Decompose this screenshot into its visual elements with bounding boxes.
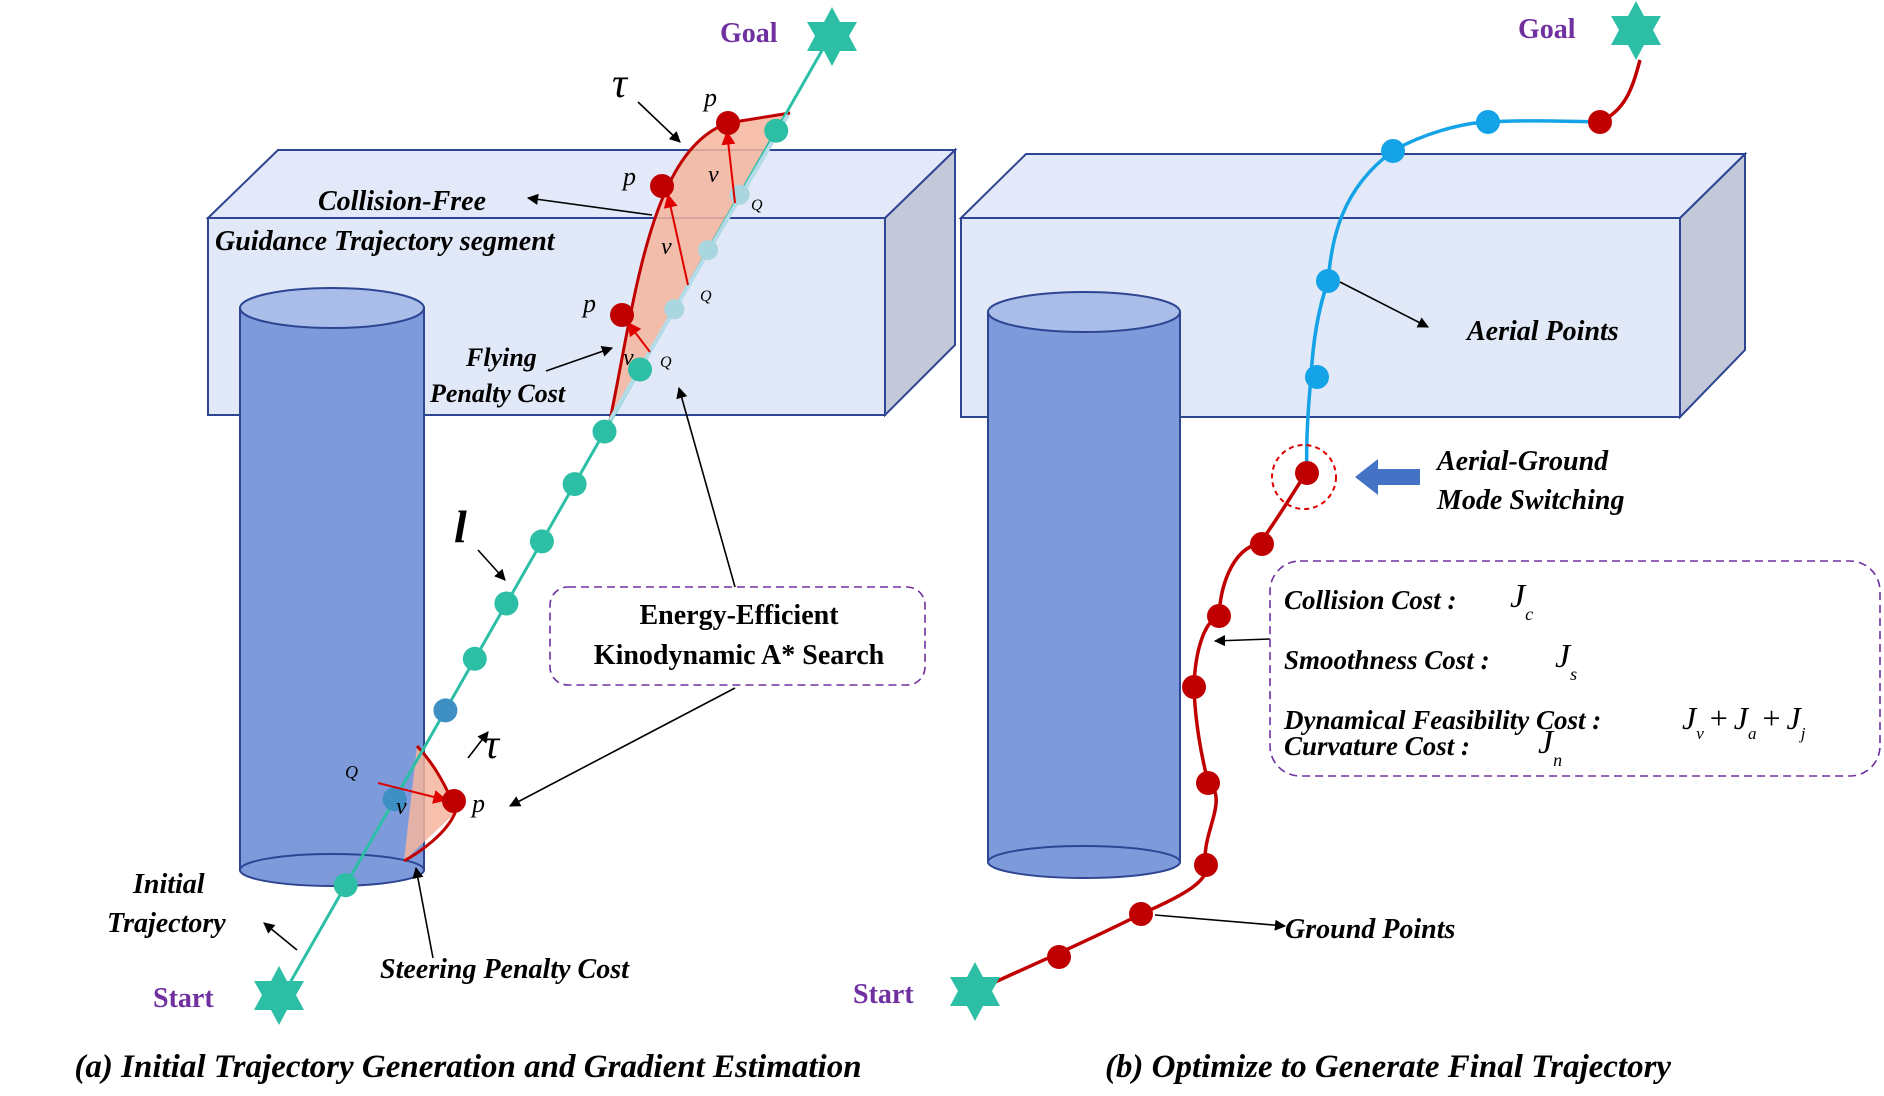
trajectory-point <box>628 357 652 382</box>
steering-penalty-boundary <box>403 744 457 863</box>
cost-box <box>1269 560 1881 777</box>
tau-top-label: τ <box>612 61 629 107</box>
mode-switch-circle <box>1271 444 1337 510</box>
curvature-cost-label: Curvature Cost : <box>1284 731 1470 761</box>
q-label-2: Q <box>700 288 712 305</box>
trajectory-point <box>382 787 407 812</box>
q-label-3: Q <box>660 354 672 371</box>
feasibility-cost-label: Dynamical Feasibility Cost : <box>1283 705 1601 735</box>
left-goal-star <box>807 7 857 66</box>
q-label-1: Q <box>751 197 763 214</box>
aerial-points-label: Aerial Points <box>1465 316 1619 347</box>
energy-label-1: Energy-Efficient <box>639 600 839 631</box>
trajectory-point <box>433 698 458 723</box>
steering-penalty-region <box>404 746 455 861</box>
collision-free-label-2: Guidance Trajectory segment <box>215 226 556 257</box>
v-label-3: v <box>623 345 634 371</box>
right-annotation-arrows <box>1154 281 1429 931</box>
left-goal-label: Goal <box>720 18 778 49</box>
l-label: l <box>454 501 467 552</box>
steering-penalty-label: Steering Penalty Cost <box>380 954 630 985</box>
aerial-points <box>1305 110 1500 389</box>
mode-switch-arrow <box>1355 459 1420 495</box>
left-annotation-arrows <box>263 101 736 959</box>
initial-trajectory-label-2: Trajectory <box>107 908 226 939</box>
collision-cost-label: Collision Cost : <box>1284 585 1457 615</box>
trajectory-point <box>764 118 789 143</box>
curvature-cost-symbol: Jn <box>1538 724 1562 770</box>
right-goal-label: Goal <box>1518 14 1576 45</box>
energy-search-box <box>549 586 926 686</box>
flying-penalty-boundary <box>608 111 791 421</box>
left-start-label: Start <box>153 983 214 1014</box>
left-start-star <box>254 966 304 1025</box>
initial-trajectory-label-1: Initial <box>132 869 205 900</box>
p-label-1: p <box>702 83 717 112</box>
mode-switch-label-2: Mode Switching <box>1436 485 1624 516</box>
p-label-2: p <box>621 162 636 191</box>
feasibility-cost-symbol: Jv+Ja+Jj <box>1682 700 1806 743</box>
trajectory-point <box>529 529 554 554</box>
flying-penalty-label-2: Penalty Cost <box>429 379 566 408</box>
p-label-3: p <box>581 289 596 318</box>
gradient-vectors <box>377 130 736 804</box>
trajectory-point <box>592 419 617 444</box>
right-goal-star <box>1611 1 1661 60</box>
ground-points <box>1047 110 1612 969</box>
v-label-4: v <box>396 794 407 820</box>
p-label-4: p <box>470 789 485 818</box>
v-label-1: v <box>708 162 719 188</box>
q-label-4: Q <box>345 762 358 782</box>
trajectory-point <box>494 591 519 616</box>
left-panel: Goal Start τ τ l p p p p v v v v Q Q Q Q… <box>74 7 958 1085</box>
left-caption: (a) Initial Trajectory Generation and Gr… <box>74 1049 861 1085</box>
trajectory-point <box>333 873 358 898</box>
left-cylinder-obstacle <box>239 287 425 887</box>
trajectory-point <box>664 299 685 320</box>
trajectory-point <box>562 472 587 497</box>
collision-free-label-1: Collision-Free <box>318 186 486 217</box>
left-trajectory-points <box>333 118 789 898</box>
trajectory-point <box>462 646 487 671</box>
tau-bottom-label: τ <box>484 722 501 768</box>
mode-switch-label-1: Aerial-Ground <box>1435 446 1609 477</box>
trajectory-point <box>698 240 719 261</box>
smoothness-cost-label: Smoothness Cost : <box>1284 645 1490 675</box>
right-caption: (b) Optimize to Generate Final Trajector… <box>1105 1049 1671 1085</box>
collision-cost-symbol: Jc <box>1510 578 1533 624</box>
energy-label-2: Kinodynamic A* Search <box>594 640 885 671</box>
right-panel: Goal Start Aerial Points Aerial-Ground M… <box>853 1 1881 1085</box>
right-start-label: Start <box>853 979 914 1010</box>
v-label-2: v <box>661 234 672 260</box>
right-start-star <box>950 962 1000 1021</box>
right-cylinder-obstacle <box>987 291 1181 879</box>
ground-points-label: Ground Points <box>1285 914 1455 945</box>
smoothness-cost-symbol: Js <box>1555 638 1577 684</box>
penalty-points <box>442 111 740 813</box>
cost-list: Collision Cost : Jc Smoothness Cost : Js… <box>1283 578 1806 770</box>
flying-penalty-label-1: Flying <box>465 343 537 372</box>
